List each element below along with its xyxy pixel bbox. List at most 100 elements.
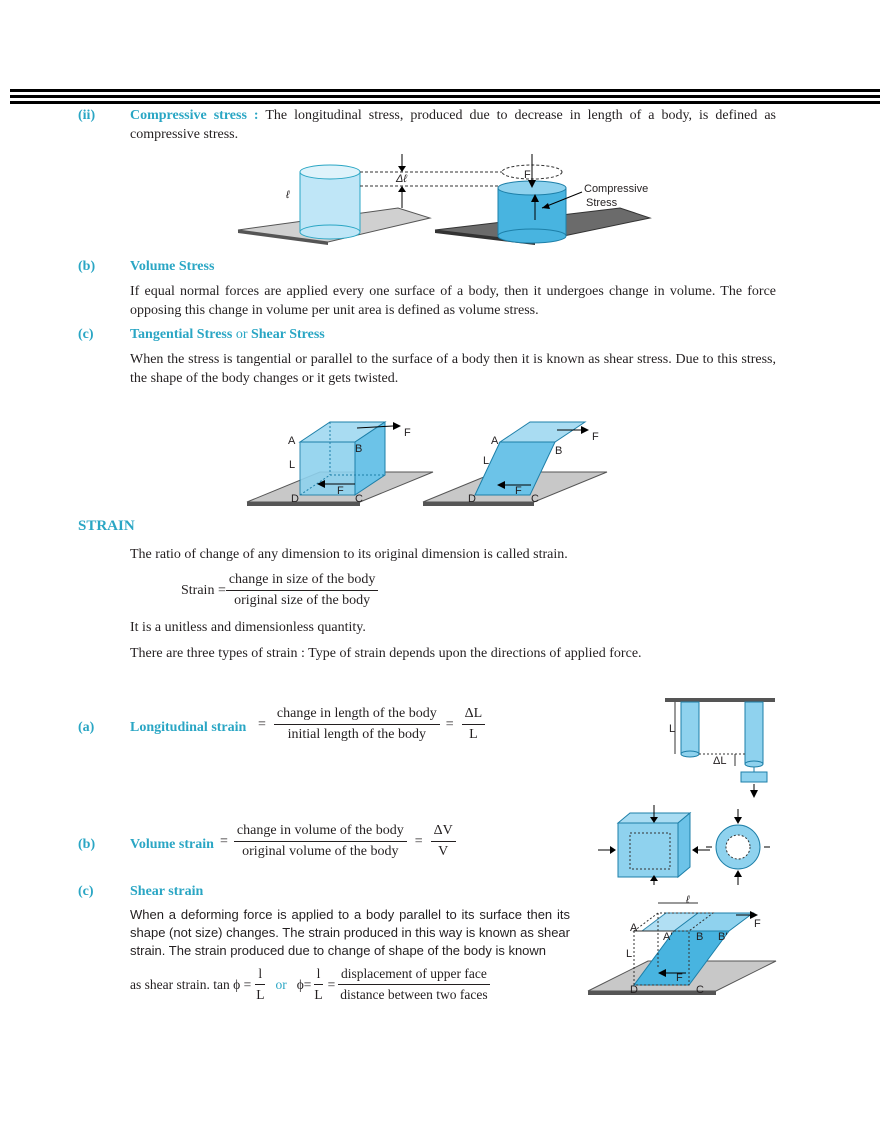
length-label: ℓ: [285, 189, 290, 201]
tangential-stress-title: Tangential Stress: [130, 327, 233, 342]
volume-numerator: change in volume of the body: [233, 823, 407, 842]
l-over-l-fraction: l L: [253, 966, 267, 1003]
shear-strain-equation: as shear strain. tan ϕ = l L or ϕ= l L =…: [130, 966, 491, 1003]
header-rule: [10, 101, 880, 104]
delta-v-fraction: ΔV V: [430, 823, 456, 860]
shear-stress-title: Tangential Stress or Shear Stress: [130, 325, 325, 344]
item-number: (a): [78, 720, 95, 735]
volume-strain-figure: [598, 805, 770, 885]
item-number: (c): [78, 884, 94, 899]
fraction-numerator: l: [255, 966, 266, 985]
phi-equals: ϕ=: [296, 976, 312, 992]
length-label: L: [483, 455, 489, 467]
delta-v-denominator: V: [438, 844, 449, 859]
length-label: L: [289, 459, 295, 471]
delta-l-denominator: L: [469, 727, 478, 742]
force-label: F: [754, 918, 761, 930]
volume-stress-text: If equal normal forces are applied every…: [130, 284, 776, 318]
corner-c: C: [355, 493, 363, 505]
shear-stress-figure: A B L F D C F A B L F D C F: [246, 421, 608, 506]
corner-d: D: [291, 493, 299, 505]
volume-strain-title: Volume strain: [130, 837, 214, 852]
strain-definition: The ratio of change of any dimension to …: [130, 547, 568, 562]
displacement-fraction: displacement of upper face distance betw…: [337, 966, 490, 1003]
delta-l-numerator: ΔL: [461, 706, 486, 725]
strain-fraction: change in size of the body original size…: [225, 572, 379, 609]
delta-l-fraction: ΔL L: [461, 706, 486, 743]
equals-sign: =: [414, 833, 423, 849]
compressive-stress-paragraph: Compressive stress : The longitudinal st…: [130, 106, 776, 144]
header-rule: [10, 89, 880, 92]
force-label: F: [524, 169, 531, 181]
longitudinal-denominator: initial length of the body: [287, 727, 427, 742]
or-word: or: [275, 976, 287, 992]
force-label: F: [404, 427, 411, 439]
corner-a: A: [288, 435, 296, 447]
corner-b: B: [555, 445, 562, 457]
volume-fraction: change in volume of the body original vo…: [233, 823, 407, 860]
longitudinal-fraction: change in length of the body initial len…: [273, 706, 440, 743]
corner-d: D: [468, 493, 476, 505]
item-number: (c): [78, 327, 94, 342]
shear-stress-text: When the stress is tangential or paralle…: [130, 352, 776, 386]
equals-sign: =: [327, 976, 336, 992]
corner-a: A: [491, 435, 499, 447]
compressive-stress-title: Compressive stress :: [130, 108, 259, 123]
longitudinal-numerator: change in length of the body: [273, 706, 440, 725]
corner-c: C: [696, 984, 704, 996]
shear-strain-title: Shear strain: [130, 884, 204, 899]
header-rule: [10, 95, 880, 98]
compressive-label: Compressive: [584, 183, 648, 195]
corner-d: D: [630, 984, 638, 996]
longitudinal-strain-equation: = change in length of the body initial l…: [258, 706, 486, 743]
corner-c: C: [531, 493, 539, 505]
equals-sign: =: [445, 716, 454, 732]
delta-l-label: Δℓ: [395, 173, 407, 185]
length-label: L: [626, 948, 632, 960]
longitudinal-strain-title: Longitudinal strain: [130, 720, 247, 735]
shear-strain-text: When a deforming force is applied to a b…: [130, 907, 570, 958]
compressive-stress-figure: ℓ Δℓ F Compressive Stress: [237, 154, 652, 245]
fraction-denominator: L: [314, 987, 323, 1002]
longitudinal-strain-figure: L ΔL: [665, 698, 775, 798]
force-label: F: [337, 485, 344, 497]
stress-label: Stress: [586, 197, 618, 209]
volume-strain-equation: = change in volume of the body original …: [220, 823, 456, 860]
small-l-label: ℓ: [685, 894, 690, 906]
fraction-denominator: L: [256, 987, 265, 1002]
strain-denominator: original size of the body: [234, 593, 371, 608]
corner-b: B: [355, 443, 362, 455]
force-label: F: [676, 972, 683, 984]
fraction-numerator: l: [313, 966, 324, 985]
corner-a-prime: A': [663, 931, 672, 943]
strain-lhs: Strain =: [181, 582, 226, 598]
item-number: (ii): [78, 108, 96, 123]
shear-strain-figure: ℓ A A' B B' L F D C F: [587, 894, 777, 996]
force-label: F: [592, 431, 599, 443]
unitless-text: It is a unitless and dimensionless quant…: [130, 620, 366, 635]
equals-sign: =: [258, 716, 266, 732]
item-number: (b): [78, 837, 96, 852]
displacement-numerator: displacement of upper face: [338, 966, 490, 985]
types-text: There are three types of strain : Type o…: [130, 646, 642, 661]
tan-phi-text: as shear strain. tan ϕ =: [130, 976, 252, 992]
or-word: or: [235, 327, 248, 342]
compressive-stress-text: The longitudinal stress, produced due to…: [130, 108, 777, 142]
force-label: F: [515, 485, 522, 497]
volume-stress-title: Volume Stress: [130, 259, 215, 274]
delta-v-numerator: ΔV: [430, 823, 456, 842]
length-label: L: [669, 723, 675, 735]
equals-sign: =: [220, 833, 228, 849]
item-number: (b): [78, 259, 96, 274]
strain-equation: Strain = change in size of the body orig…: [181, 572, 379, 609]
delta-l-label: ΔL: [713, 755, 726, 767]
corner-a: A: [630, 922, 638, 934]
corner-b-prime: B': [718, 931, 727, 943]
displacement-denominator: distance between two faces: [340, 987, 488, 1002]
strain-heading: STRAIN: [78, 518, 135, 534]
strain-numerator: change in size of the body: [225, 572, 379, 591]
shear-stress-title-b: Shear Stress: [250, 327, 325, 342]
volume-denominator: original volume of the body: [242, 844, 399, 859]
corner-b: B: [696, 931, 703, 943]
l-over-l-fraction: l L: [311, 966, 325, 1003]
